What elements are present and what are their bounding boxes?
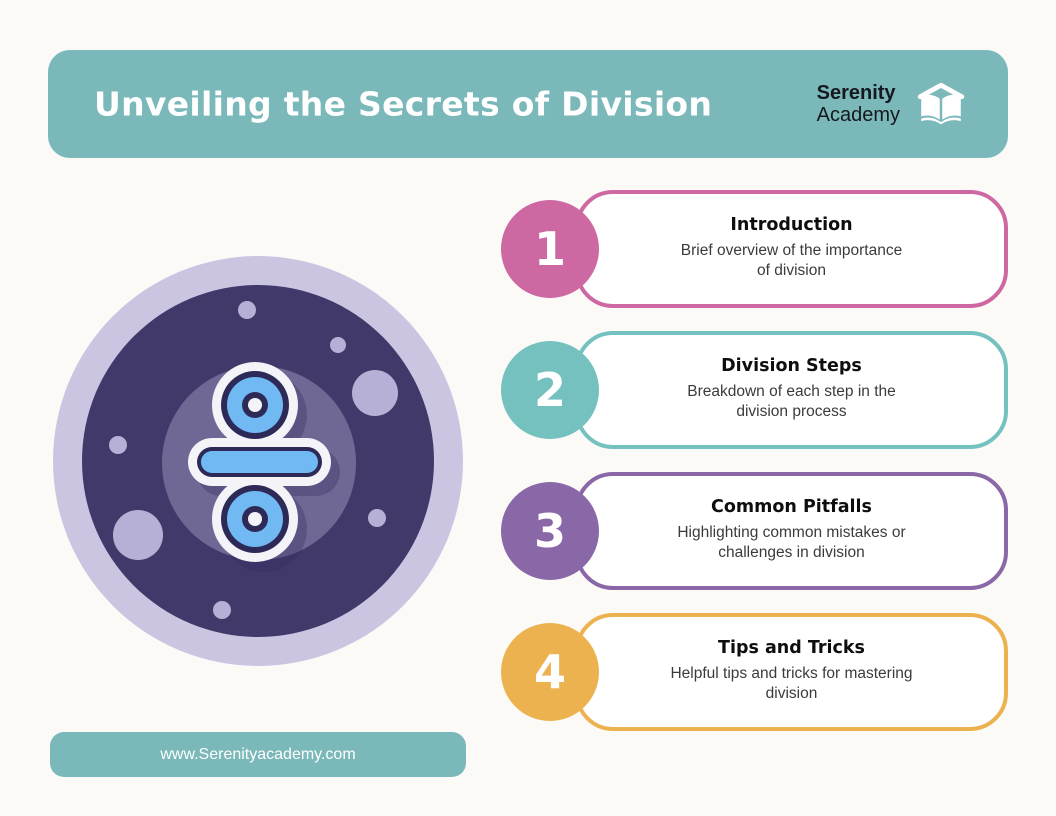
step-title: Division Steps <box>721 356 862 376</box>
brand-logo: Serenity Academy <box>817 82 966 126</box>
step-description: Highlighting common mistakes or challeng… <box>677 524 906 562</box>
step-description: Helpful tips and tricks for mastering di… <box>670 665 913 703</box>
brand-name-line2: Academy <box>816 104 900 126</box>
step-description: Breakdown of each step in the division p… <box>687 383 896 421</box>
header-banner: Unveiling the Secrets of Division Sereni… <box>48 50 1008 158</box>
step-card: Common Pitfalls Highlighting common mist… <box>575 472 1008 590</box>
brand-name: Serenity Academy <box>817 82 900 126</box>
step-item-2: Division Steps Breakdown of each step in… <box>0 331 1056 449</box>
step-item-3: Common Pitfalls Highlighting common mist… <box>0 472 1056 590</box>
division-illustration <box>53 256 463 666</box>
step-title: Tips and Tricks <box>718 638 865 658</box>
step-number-badge: 4 <box>501 623 599 721</box>
page-title: Unveiling the Secrets of Division <box>94 84 713 124</box>
crater-dot <box>368 509 386 527</box>
crater-dot <box>330 337 346 353</box>
top-dot-center <box>248 398 262 412</box>
step-card: Tips and Tricks Helpful tips and tricks … <box>575 613 1008 731</box>
step-number-badge: 2 <box>501 341 599 439</box>
step-number-badge: 1 <box>501 200 599 298</box>
bar-fill <box>201 451 318 473</box>
step-card: Introduction Brief overview of the impor… <box>575 190 1008 308</box>
step-item-4: Tips and Tricks Helpful tips and tricks … <box>0 613 1056 731</box>
step-title: Common Pitfalls <box>711 497 872 517</box>
brand-name-line1: Serenity <box>816 82 896 104</box>
footer-banner: www.Serenityacademy.com <box>50 732 466 777</box>
division-symbol <box>188 362 331 562</box>
crater-dot <box>238 301 256 319</box>
roof-line <box>917 82 965 100</box>
crater-dot <box>113 510 163 560</box>
book-cover-edge <box>921 117 961 125</box>
book-right-page <box>942 94 961 120</box>
crater-dot <box>352 370 398 416</box>
book-left-page <box>921 94 940 120</box>
website-url: www.Serenityacademy.com <box>160 745 356 763</box>
step-description: Brief overview of the importance of divi… <box>680 242 903 280</box>
step-number-badge: 3 <box>501 482 599 580</box>
bottom-dot-center <box>248 512 262 526</box>
open-book-icon <box>917 82 965 125</box>
step-item-1: Introduction Brief overview of the impor… <box>0 190 1056 308</box>
step-card: Division Steps Breakdown of each step in… <box>575 331 1008 449</box>
step-title: Introduction <box>730 215 853 235</box>
crater-dot <box>213 601 231 619</box>
crater-dot <box>109 436 127 454</box>
